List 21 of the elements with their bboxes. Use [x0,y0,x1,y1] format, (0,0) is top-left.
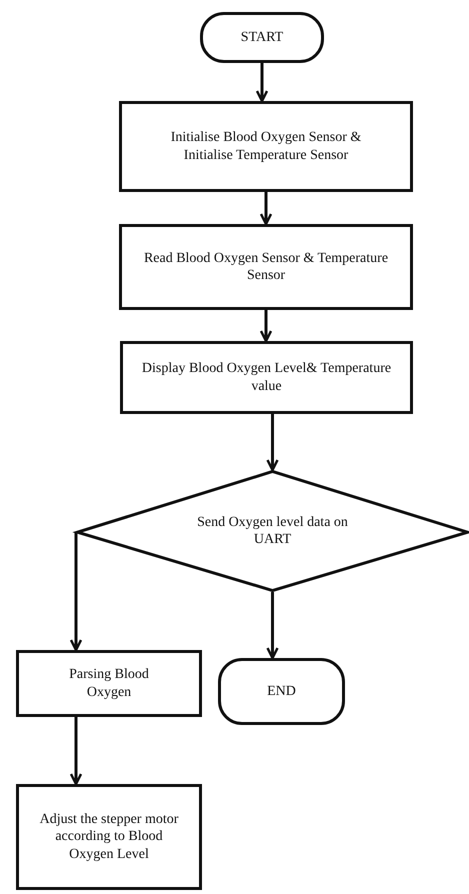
node-text: Display Blood Oxygen Level& Temperature value [140,360,392,395]
process-box [16,650,202,717]
node-text: END [267,682,296,700]
terminal-shape [218,658,345,725]
process-box [120,341,413,414]
terminal-shape [200,12,324,63]
arrow [260,192,272,226]
arrow [70,717,82,786]
node-text: Read Blood Oxygen Sensor & Temperature Sensor [142,250,390,284]
node-text: Initialise Blood Oxygen Sensor & Initialise Temperature Sensor [170,129,362,164]
process-box [119,101,413,192]
node-text: Parsing Blood Oxygen [68,666,150,701]
arrow [256,63,268,102]
arrow [266,592,279,660]
arrow [70,532,82,652]
arrow [266,414,279,472]
arrow [260,310,272,342]
process-box [119,224,413,310]
node-text: START [240,28,284,46]
process-box [16,784,202,890]
node-text: Adjust the stepper motor according to Blood Oxygen Level [38,810,180,864]
